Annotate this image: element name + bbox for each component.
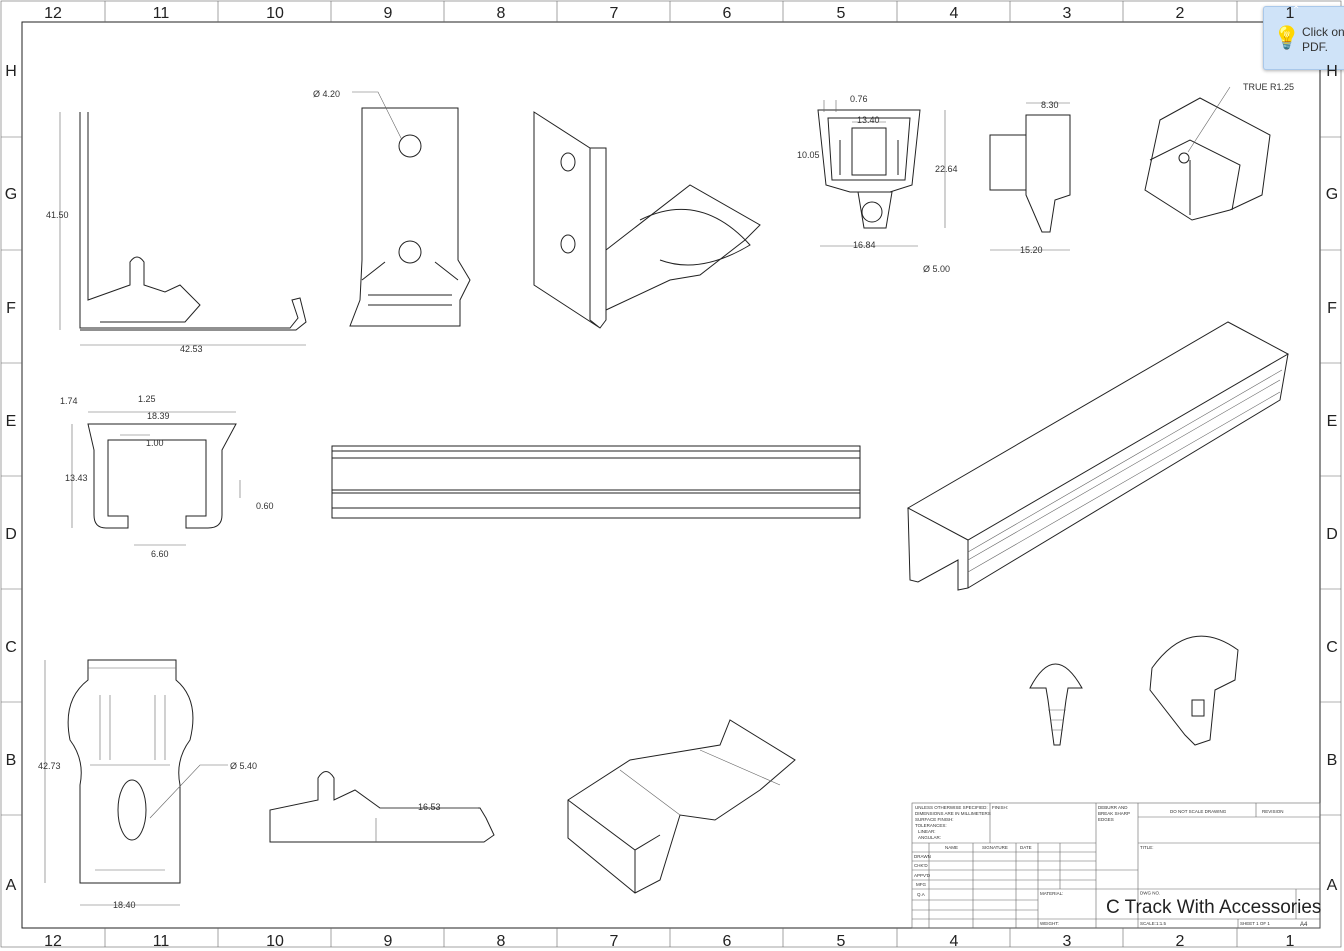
title-block-label: DATE <box>1020 845 1032 850</box>
title-block-label: SURFACE FINISH: <box>915 817 954 822</box>
dim-track-f: 0.60 <box>256 501 274 511</box>
title-block-label: DRAWN <box>914 854 931 859</box>
dim-side-bottom: 15.20 <box>1020 245 1043 255</box>
track-top-view <box>331 445 861 519</box>
lightbulb-icon: 💡 <box>1273 25 1301 50</box>
drawing-title: C Track With Accessories <box>1106 897 1322 918</box>
dim-clip-hole: Ø 5.00 <box>923 264 950 274</box>
title-block-label: MATERIAL: <box>1040 891 1063 896</box>
title-block-label: EDGES <box>1098 817 1114 822</box>
chevron-up-icon[interactable]: ⌃ <box>1292 5 1301 16</box>
clip-front-view: 0.76 13.40 10.05 22.64 16.84 Ø 5.00 <box>797 94 958 274</box>
title-block-label: NAME <box>945 845 958 850</box>
tooltip-line1: Click on <box>1302 25 1344 39</box>
title-block-label: SIGNATURE <box>982 845 1008 850</box>
carrier-top-view: 42.73 Ø 5.40 18.40 <box>38 659 257 910</box>
title-block-label: APPV'D <box>914 873 931 878</box>
dim-carrier-height: 42.73 <box>38 761 61 771</box>
title-block-label: ANGULAR: <box>918 835 941 840</box>
title-block-label: UNLESS OTHERWISE SPECIFIED: <box>915 805 988 810</box>
track-section-view: 1.74 1.25 18.39 1.00 13.43 0.60 6.60 <box>60 394 274 559</box>
dim-clip-inner: 13.40 <box>857 115 880 125</box>
dim-bracket-height: 41.50 <box>46 210 69 220</box>
dim-side-top: 8.30 <box>1041 100 1059 110</box>
title-block-label: DEBURR AND <box>1098 805 1128 810</box>
bracket-front-view: Ø 4.20 <box>313 89 471 327</box>
dim-clip-width: 16.84 <box>853 240 876 250</box>
dim-bracket-width: 42.53 <box>180 344 203 354</box>
title-block-label: SHEET 1 OF 1 <box>1240 921 1270 926</box>
title-block <box>911 802 1321 929</box>
title-block-label: Q.A <box>917 892 925 897</box>
title-block-label: TITLE: <box>1140 845 1154 850</box>
dim-clip-top: 0.76 <box>850 94 868 104</box>
title-block-label: DWG NO. <box>1140 891 1160 896</box>
dim-track-a: 1.74 <box>60 396 78 406</box>
bracket-iso-view <box>533 111 761 329</box>
dim-track-e: 13.43 <box>65 473 88 483</box>
bracket-side-view: 41.50 42.53 <box>46 112 307 354</box>
title-block-label: BREAK SHARP <box>1098 811 1130 816</box>
dim-carrier-hole: Ø 5.40 <box>230 761 257 771</box>
title-block-label: A4 <box>1300 922 1308 928</box>
title-block-label: DO NOT SCALE DRAWING <box>1170 809 1227 814</box>
carrier-side-view: 16.53 <box>269 771 495 843</box>
dim-clip-left: 10.05 <box>797 150 820 160</box>
title-block-label: CHK'D <box>914 863 928 868</box>
dim-track-b: 1.25 <box>138 394 156 404</box>
dim-true-radius: TRUE R1.25 <box>1243 82 1294 92</box>
dim-clip-height: 22.64 <box>935 164 958 174</box>
title-block-label: DIMENSIONS ARE IN MILLIMETERS <box>915 811 991 816</box>
dim-carrier-width: 18.40 <box>113 900 136 910</box>
dim-track-c: 18.39 <box>147 411 170 421</box>
title-block-label: SCALE:1:1.5 <box>1140 921 1167 926</box>
title-block-label: WEIGHT: <box>1040 921 1059 926</box>
title-block-label: TOLERANCES: <box>915 823 947 828</box>
dim-track-d: 1.00 <box>146 438 164 448</box>
title-block-text: UNLESS OTHERWISE SPECIFIED: DIMENSIONS A… <box>914 805 1308 928</box>
clip-iso-view: TRUE R1.25 <box>1144 82 1294 221</box>
carrier-iso-view <box>567 719 796 894</box>
title-block-label: REVISION <box>1262 809 1284 814</box>
title-block-label: FINISH: <box>992 805 1008 810</box>
dim-carrier-side: 16.53 <box>418 802 441 812</box>
inner-border <box>21 21 1321 929</box>
clip-side-view: 8.30 15.20 <box>989 100 1071 255</box>
title-block-label: MFG <box>916 882 926 887</box>
title-block-label: LINEAR: <box>918 829 936 834</box>
dim-track-g: 6.60 <box>151 549 169 559</box>
track-iso-view <box>906 321 1290 591</box>
dim-hole-dia: Ø 4.20 <box>313 89 340 99</box>
tooltip-line2: PDF. <box>1302 40 1329 54</box>
stopper-views <box>1029 635 1239 746</box>
